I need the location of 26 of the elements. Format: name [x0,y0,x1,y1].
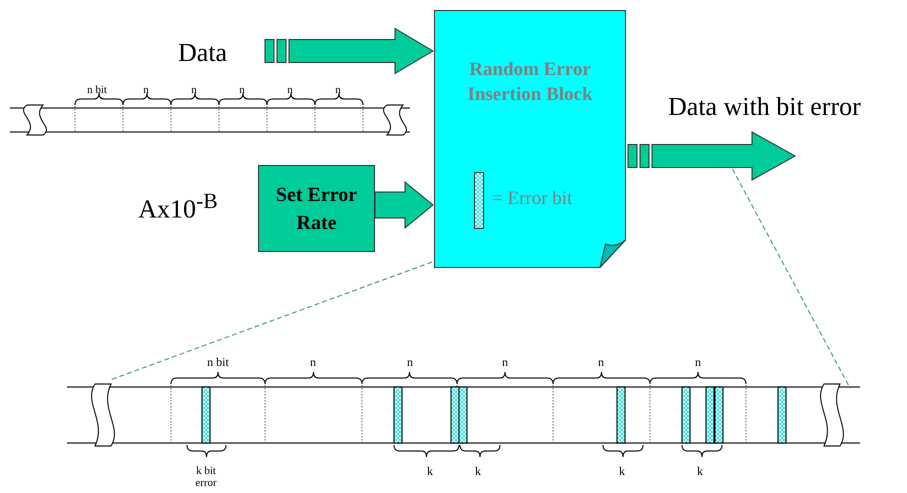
segment-label: n bit [87,84,107,96]
data-label: Data with bit error [668,92,907,126]
segment-label: n [287,84,293,96]
legend-text: = Error bit [492,188,572,210]
block-title: Random Error Insertion Block [466,58,594,107]
brace-label: k [619,465,625,478]
segment-label: n [310,356,316,370]
process-box: Set Error Rate [258,165,375,252]
segment-label: n [598,356,604,370]
block-arrow [374,180,434,230]
block-arrow [264,28,434,74]
segment-label: n bit [207,356,229,370]
brace-label: k bit error [194,465,218,490]
segment-label: n [407,356,413,370]
segment-label: n [191,84,197,96]
segment-label: n [239,84,245,96]
block-arrow [628,131,796,181]
data-label: Data [178,38,248,70]
brace-label: k [697,465,703,478]
segment-label: n [143,84,149,96]
segment-label: n [335,84,341,96]
brace-label: k [427,465,433,478]
error-rate-formula: Ax10$^{-B}$ [138,190,218,224]
segment-label: n [695,356,701,370]
brace-label: k [475,465,481,478]
segment-label: n [502,356,508,370]
